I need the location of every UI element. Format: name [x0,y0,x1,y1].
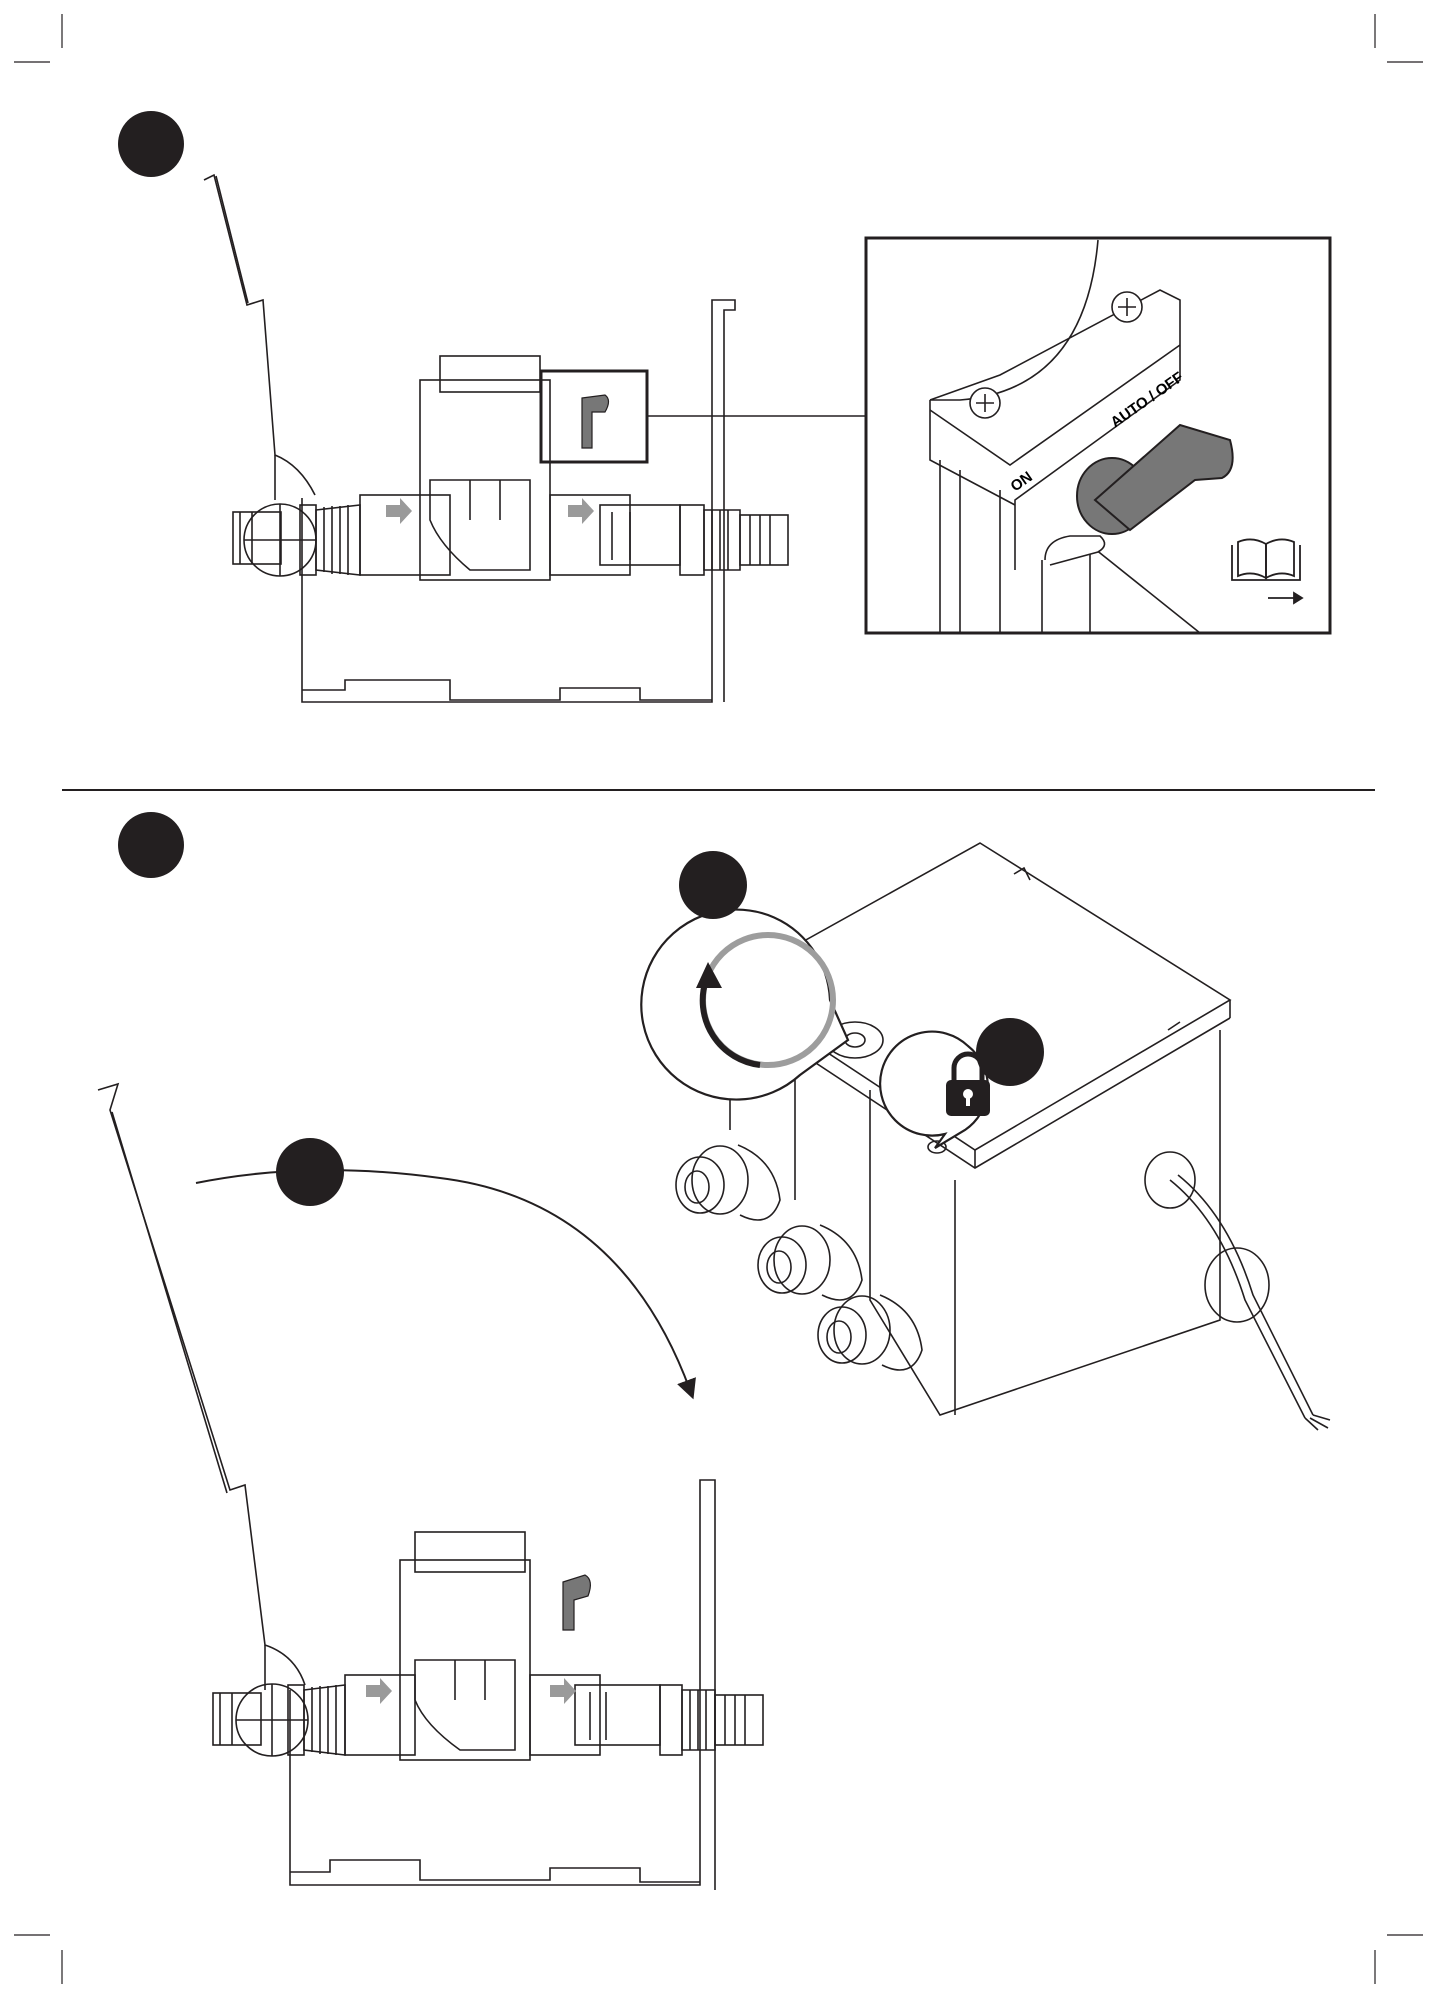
detail-callout-frame [541,371,647,462]
lid-closing-arc [196,1170,690,1390]
lock-callout [880,1018,1044,1148]
switch-detail-panel: ON AUTO / OFF [866,238,1330,633]
pump-assembly-top [204,175,788,702]
screw-icon [1112,292,1142,322]
switch-small-top [582,395,609,448]
step-marker-2a [679,851,747,919]
pump-assembly-bottom [98,1084,763,1890]
step-marker-2b [976,1018,1044,1086]
rotate-callout [641,851,848,1100]
switch-small-bottom [563,1575,590,1630]
step-marker-2c [276,1138,344,1206]
screw-icon [970,388,1000,418]
step-marker-2 [118,812,184,878]
step-marker-1 [118,111,184,177]
flow-arrows-top [386,498,594,524]
flow-arrows-bottom [366,1678,576,1704]
